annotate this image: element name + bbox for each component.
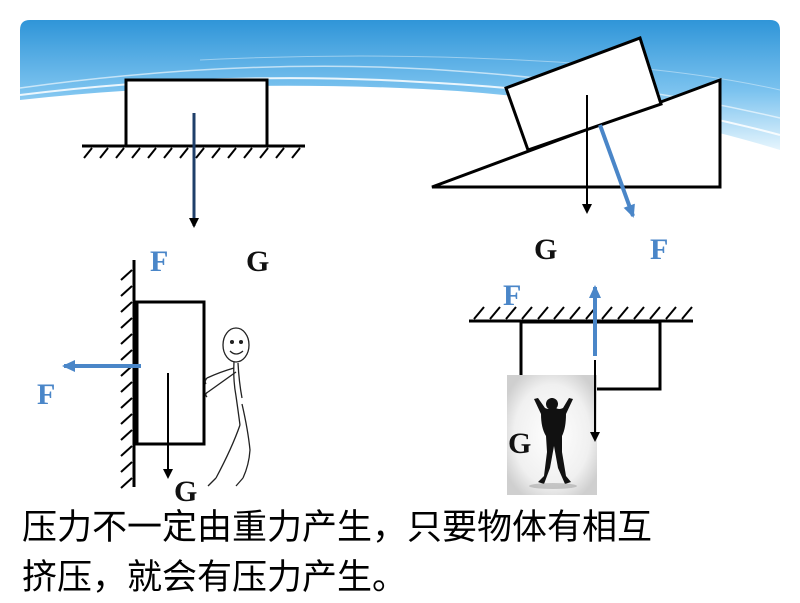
wall-f-label: F — [37, 378, 56, 411]
wall-hatching — [120, 269, 133, 489]
incline-f-label: F — [650, 233, 669, 266]
wall-g-label: G — [174, 475, 198, 508]
block-against-ceiling-diagram — [469, 285, 693, 495]
explanation-line-1: 压力不一定由重力产生，只要物体有相互 — [22, 508, 653, 548]
incline-block — [504, 36, 663, 152]
block-against-wall-diagram — [62, 260, 251, 489]
floor-block — [124, 78, 269, 148]
incline-pressure-arrow — [598, 124, 635, 218]
floor-hatching — [83, 147, 301, 159]
block-on-incline-diagram — [431, 36, 722, 218]
explanation-line-2: 挤压，就会有压力产生。 — [22, 558, 408, 598]
top-left-f-label: F — [150, 245, 169, 278]
top-left-g-label: G — [246, 245, 270, 278]
explanation-text: 压力不一定由重力产生，只要物体有相互 挤压，就会有压力产生。 — [22, 503, 782, 603]
person-silhouette — [507, 375, 597, 495]
stick-figure — [204, 327, 251, 487]
ceiling-g-label: G — [508, 427, 532, 460]
incline-g-label: G — [534, 233, 558, 266]
ceiling-f-label: F — [503, 279, 522, 312]
block-on-floor-diagram — [82, 78, 305, 228]
wall-block — [135, 300, 206, 446]
